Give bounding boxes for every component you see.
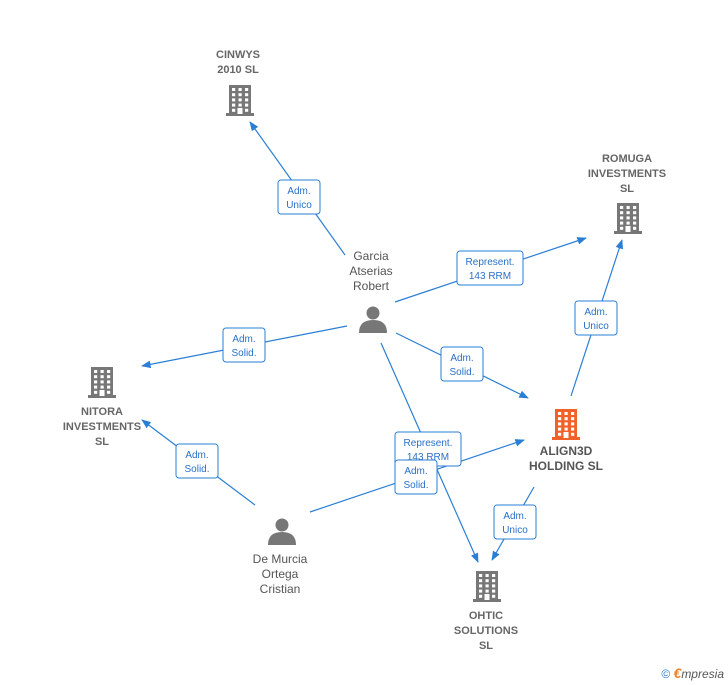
node-label-line: CINWYS: [216, 49, 260, 61]
node-nitora[interactable]: NITORA INVESTMENTS SL: [63, 367, 141, 448]
node-label-line: Atserias: [349, 264, 392, 278]
edge-label-box: [456, 250, 524, 286]
edge-label-line: Adm.: [503, 511, 526, 522]
node-label-line: SOLUTIONS: [454, 625, 518, 637]
node-label-line: HOLDING SL: [529, 459, 603, 473]
node-label-line: Robert: [353, 279, 390, 293]
edge-label-line: Solid.: [449, 367, 474, 378]
edge-label-line: Unico: [502, 525, 528, 536]
edge-label-align3d-romuga[interactable]: Adm. Unico: [574, 300, 618, 336]
edge-label-line: Adm.: [584, 307, 607, 318]
node-label-line: 2010 SL: [217, 64, 259, 76]
node-label-line: INVESTMENTS: [63, 421, 141, 433]
building-icon: [88, 367, 116, 398]
edge-label-line: Unico: [286, 200, 312, 211]
edge-label-box: [175, 443, 219, 479]
node-romuga[interactable]: ROMUGA INVESTMENTS SL: [588, 153, 666, 234]
person-icon: [268, 518, 296, 545]
node-label-line: SL: [95, 436, 109, 448]
node-label-line: Cristian: [260, 582, 301, 596]
edge-label-garcia-align3d[interactable]: Adm. Solid.: [440, 346, 484, 382]
building-icon: [473, 571, 501, 602]
edge-label-line: Adm.: [450, 353, 473, 364]
edge-label-box: [493, 504, 537, 540]
edge-label-box: [440, 346, 484, 382]
edge-label-line: Solid.: [231, 348, 256, 359]
node-label-line: ROMUGA: [602, 153, 652, 165]
brand-name: mpresia: [681, 667, 724, 681]
building-icon: [552, 409, 580, 440]
building-icon: [614, 203, 642, 234]
node-label-line: SL: [620, 183, 634, 195]
building-icon: [226, 85, 254, 116]
node-label-line: De Murcia: [253, 552, 308, 566]
brand-initial: €: [673, 665, 682, 681]
copyright-symbol: ©: [661, 667, 671, 681]
node-label-line: Ortega: [262, 567, 299, 581]
person-icon: [359, 306, 387, 333]
edge-label-line: 143 RRM: [407, 452, 449, 463]
edge-label-box: [277, 179, 321, 215]
edge-label-line: Adm.: [185, 450, 208, 461]
edge-label-line: Adm.: [232, 334, 255, 345]
edge-label-line: Adm.: [404, 466, 427, 477]
edge-label-line: Unico: [583, 321, 609, 332]
node-label-line: Garcia: [353, 249, 389, 263]
edge-label-line: Solid.: [403, 480, 428, 491]
edges-layer: [141, 121, 623, 563]
edge-label-line: Adm.: [287, 186, 310, 197]
node-label-line: INVESTMENTS: [588, 168, 666, 180]
footer-brand: © €mpresia: [661, 665, 724, 681]
edge-label-demurcia-align3d[interactable]: Adm. Solid.: [394, 459, 438, 495]
edge-label-align3d-ohtic[interactable]: Adm. Unico: [493, 504, 537, 540]
nodes-layer: CINWYS 2010 SL ROMUGA INVESTMENTS SL NITORA IN…: [63, 49, 666, 652]
node-label-line: SL: [479, 640, 493, 652]
edge-label-line: Solid.: [184, 464, 209, 475]
edge-label-line: Represent.: [466, 257, 515, 268]
node-label-line: NITORA: [81, 406, 123, 418]
edge-label-box: [394, 459, 438, 495]
node-ohtic[interactable]: OHTIC SOLUTIONS SL: [454, 571, 518, 652]
node-cinwys[interactable]: CINWYS 2010 SL: [216, 49, 260, 116]
edge-label-garcia-ohtic[interactable]: Represent. 143 RRM: [394, 431, 462, 467]
edge-label-box: [222, 327, 266, 363]
edge-label-demurcia-nitora[interactable]: Adm. Solid.: [175, 443, 219, 479]
edge-label-garcia-cinwys[interactable]: Adm. Unico: [277, 179, 321, 215]
edge-label-line: Represent.: [404, 438, 453, 449]
edge-label-garcia-romuga[interactable]: Represent. 143 RRM: [456, 250, 524, 286]
edge-label-garcia-nitora[interactable]: Adm. Solid.: [222, 327, 266, 363]
node-label-line: OHTIC: [469, 610, 503, 622]
edge-label-box: [574, 300, 618, 336]
node-label-line: ALIGN3D: [540, 444, 593, 458]
edge-label-line: 143 RRM: [469, 271, 511, 282]
